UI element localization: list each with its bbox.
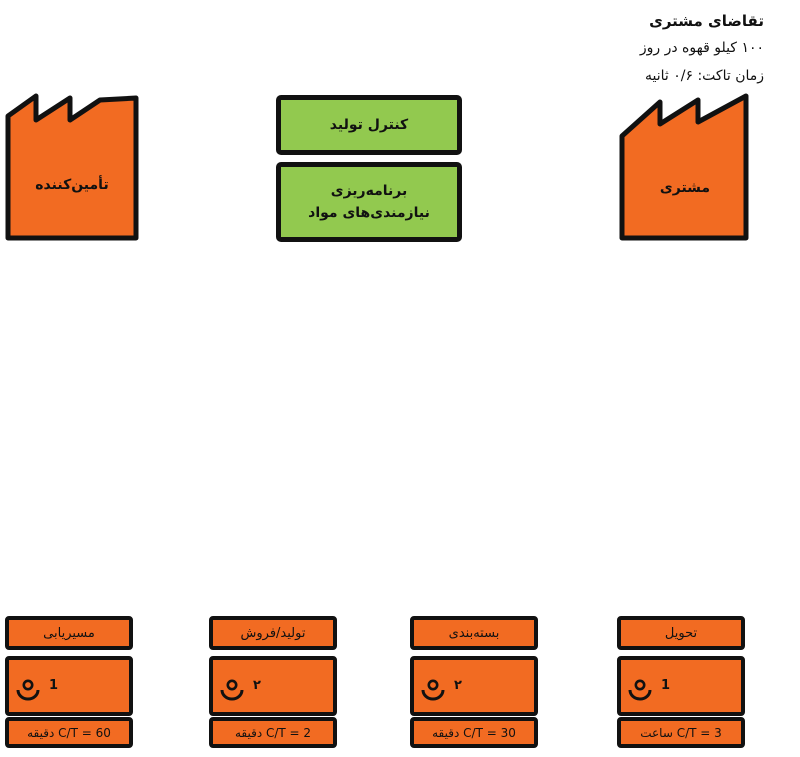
process-name: تولید/فروش <box>209 616 337 650</box>
production-control-box: کنترل تولید <box>276 95 462 155</box>
process-name: بسته‌بندی <box>410 616 538 650</box>
takt-time-text: زمان تاکت: ۰/۶ ثانیه <box>644 68 764 84</box>
operator-count: ۲ <box>253 678 261 693</box>
process-name: تحویل <box>617 616 745 650</box>
mrp-label: برنامه‌ریزی نیازمندی‌های مواد <box>308 183 430 221</box>
cycle-time: C/T = 2 دقیقه <box>209 717 337 748</box>
supplier-label: تأمین‌کننده <box>35 177 109 193</box>
process-data-box: ۲ <box>410 656 538 716</box>
operator-count: 1 <box>49 678 59 693</box>
customer-demand-title: تقاضای مشتری <box>649 12 764 30</box>
cycle-time: C/T = 60 دقیقه <box>5 717 133 748</box>
operator-icon <box>421 679 445 701</box>
operator-count: ۲ <box>454 678 462 693</box>
supplier-factory: تأمین‌کننده <box>4 92 140 242</box>
operator-icon <box>628 679 652 701</box>
process-name: مسیریابی <box>5 616 133 650</box>
cycle-time: C/T = 3 ساعت <box>617 717 745 748</box>
factory-icon <box>5 93 139 241</box>
mrp-box: برنامه‌ریزی نیازمندی‌های مواد <box>276 162 462 242</box>
cycle-time: C/T = 30 دقیقه <box>410 717 538 748</box>
process-data-box: ۲ <box>209 656 337 716</box>
customer-label: مشتری <box>659 180 711 196</box>
customer-demand-box: تقاضای مشتری ۱۰۰ کیلو قهوه در روز زمان ت… <box>524 8 764 90</box>
operator-icon <box>16 679 40 701</box>
operator-count: 1 <box>661 678 671 693</box>
daily-demand-text: ۱۰۰ کیلو قهوه در روز <box>639 40 764 56</box>
operator-icon <box>220 679 244 701</box>
process-data-box: 1 <box>5 656 133 716</box>
production-control-label: کنترل تولید <box>329 117 409 133</box>
process-data-box: 1 <box>617 656 745 716</box>
factory-icon <box>619 93 749 241</box>
customer-factory: مشتری <box>618 92 752 242</box>
